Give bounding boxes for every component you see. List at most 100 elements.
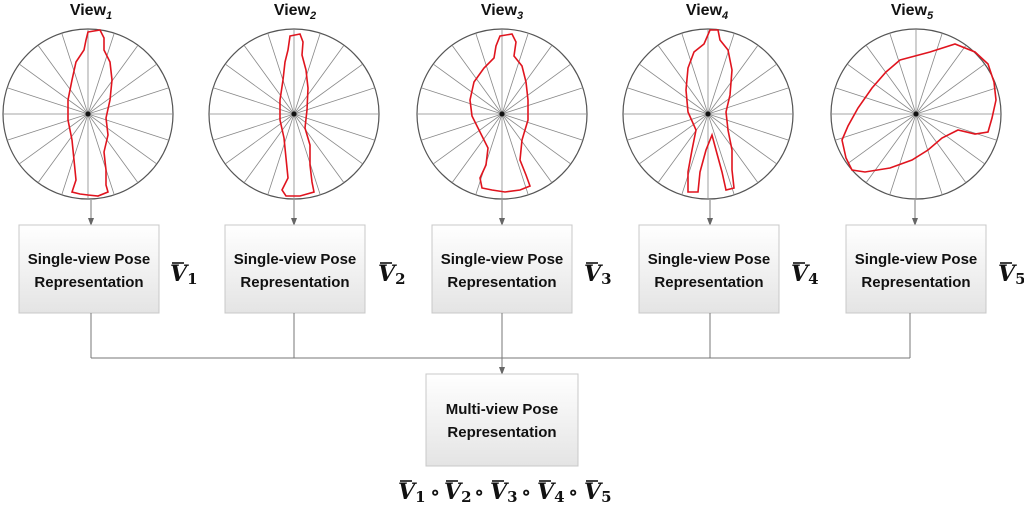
single-view-label-line1-2: Single-view Pose	[234, 251, 357, 268]
polar-spoke	[501, 113, 572, 165]
polar-spoke	[501, 33, 529, 115]
polar-spoke	[657, 113, 709, 184]
polar-spoke	[627, 87, 709, 115]
polar-spoke	[835, 87, 917, 115]
single-view-box-5	[845, 224, 987, 314]
single-view-label-line2-3: Representation	[447, 274, 556, 291]
polar-spoke	[7, 113, 89, 141]
polar-spoke	[865, 44, 917, 115]
polar-spoke	[451, 44, 503, 115]
silhouette-contour-1	[67, 29, 113, 197]
polar-spoke	[501, 113, 553, 184]
polar-spoke	[501, 113, 583, 141]
polar-spoke	[87, 44, 139, 115]
polar-center	[291, 111, 297, 117]
polar-spoke	[243, 113, 295, 184]
single-view-label-line1-1: Single-view Pose	[28, 251, 151, 268]
single-view-label-line1-4: Single-view Pose	[648, 251, 771, 268]
polar-spoke	[707, 113, 759, 184]
polar-spoke	[61, 33, 89, 115]
polar-spoke	[835, 113, 917, 141]
polar-spoke	[87, 63, 158, 115]
polar-spoke	[87, 87, 169, 115]
polar-spoke	[915, 113, 967, 184]
polar-spoke	[915, 33, 943, 115]
polar-spoke	[846, 63, 917, 115]
view-column-2: View2 Single-view Pose Representation V2	[208, 2, 406, 314]
polar-center	[499, 111, 505, 117]
polar-spoke	[915, 113, 943, 195]
concatenation-formula: V1 ∘ V2 ∘ V3 ∘ V4 ∘ V5	[398, 479, 612, 506]
polar-spoke	[293, 113, 321, 195]
polar-spoke	[501, 113, 529, 195]
polar-spoke	[421, 87, 503, 115]
vector-symbol-3: V3	[584, 261, 612, 288]
polar-spoke	[87, 113, 115, 195]
vector-symbol-1: V1	[170, 261, 198, 288]
polar-spoke	[707, 113, 735, 195]
polar-grid-2	[208, 28, 380, 200]
polar-spoke	[475, 33, 503, 115]
polar-spoke	[18, 113, 89, 165]
formula-term-4: V4	[537, 479, 565, 506]
polar-spoke	[707, 87, 789, 115]
polar-spoke	[657, 44, 709, 115]
polar-spoke	[7, 87, 89, 115]
multi-view-box	[425, 373, 579, 467]
polar-spoke	[915, 87, 997, 115]
polar-spoke	[707, 33, 735, 115]
vector-symbol-4: V4	[791, 261, 819, 288]
vector-symbol-2: V2	[378, 261, 406, 288]
polar-center	[705, 111, 711, 117]
polar-spoke	[61, 113, 89, 195]
polar-spoke	[501, 44, 553, 115]
single-view-label-line1-3: Single-view Pose	[441, 251, 564, 268]
view-column-5: View5 Single-view Pose Representation V5	[830, 2, 1024, 314]
polar-center	[913, 111, 919, 117]
formula-term-1: V1	[398, 479, 426, 506]
polar-spoke	[707, 113, 778, 165]
formula-term-2: V2	[444, 479, 472, 506]
single-view-label-line2-5: Representation	[861, 274, 970, 291]
polar-grid-4	[622, 28, 794, 200]
polar-spoke	[243, 44, 295, 115]
polar-grid-3	[416, 28, 588, 200]
polar-spoke	[37, 44, 89, 115]
polar-spoke	[707, 63, 778, 115]
polar-spoke	[501, 63, 572, 115]
silhouette-contour-3	[469, 33, 532, 193]
polar-grid-1	[2, 28, 174, 200]
polar-spoke	[638, 113, 709, 165]
formula-operator-3: ∘	[521, 480, 531, 504]
polar-spoke	[293, 113, 375, 141]
formula-operator-1: ∘	[430, 480, 440, 504]
formula-term-3: V3	[490, 479, 518, 506]
silhouette-contour-5	[841, 43, 997, 173]
single-view-box-2	[224, 224, 366, 314]
polar-spoke	[37, 113, 89, 184]
polar-spoke	[707, 44, 759, 115]
multi-view-label-line2: Representation	[447, 424, 556, 441]
polar-spoke	[267, 33, 295, 115]
view-title-4: View4	[686, 2, 728, 22]
view-title-2: View2	[274, 2, 316, 22]
polar-spoke	[293, 44, 345, 115]
polar-spoke	[889, 33, 917, 115]
polar-spoke	[707, 113, 789, 141]
formula-operator-4: ∘	[568, 480, 578, 504]
single-view-box-3	[431, 224, 573, 314]
polar-spoke	[681, 113, 709, 195]
polar-spoke	[681, 33, 709, 115]
formula-operator-2: ∘	[474, 480, 484, 504]
single-view-label-line2-1: Representation	[34, 274, 143, 291]
polar-spoke	[432, 63, 503, 115]
view-title-5: View5	[891, 2, 934, 22]
polar-spoke	[293, 63, 364, 115]
polar-spoke	[915, 113, 997, 141]
polar-spoke	[87, 33, 115, 115]
single-view-label-line2-4: Representation	[654, 274, 763, 291]
polar-spoke	[293, 113, 345, 184]
single-view-label-line2-2: Representation	[240, 274, 349, 291]
polar-spoke	[889, 113, 917, 195]
